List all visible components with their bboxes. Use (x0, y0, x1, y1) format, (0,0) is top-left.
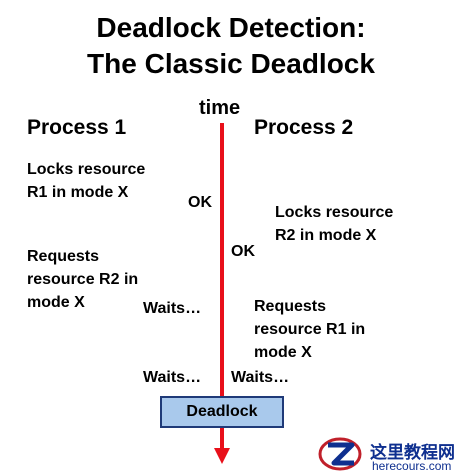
process2-step2-line3: mode X (254, 344, 312, 361)
diagram-title-line2: The Classic Deadlock (87, 48, 375, 79)
waits-annotation-2: Waits… (143, 369, 202, 386)
waits-annotation-3: Waits… (231, 369, 290, 386)
watermark-cn-text: 这里教程网 (370, 443, 455, 463)
process1-step1-line1: Locks resource (27, 161, 146, 178)
process2-step1-line2: R2 in mode X (275, 227, 377, 244)
timeline-arrowhead (214, 448, 230, 464)
process2-heading: Process 2 (254, 116, 354, 139)
process2-step2-line2: resource R1 in (254, 321, 366, 338)
watermark-logo-icon (318, 437, 362, 471)
time-label: time (199, 97, 241, 119)
process1-step2-line2: resource R2 in (27, 271, 139, 288)
deadlock-label: Deadlock (186, 403, 258, 420)
process2-step1: Locks resource R2 in mode X (275, 201, 393, 247)
process2-step2: Requests resource R1 in mode X (254, 295, 365, 364)
process1-step2-line3: mode X (27, 294, 85, 311)
waits-annotation-1: Waits… (143, 300, 202, 317)
timeline-axis (220, 123, 224, 453)
process1-heading: Process 1 (27, 116, 127, 139)
process1-step2-line1: Requests (27, 248, 100, 265)
ok-annotation-2: OK (231, 243, 255, 260)
diagram-title-line1: Deadlock Detection: (96, 12, 366, 43)
deadlock-box: Deadlock (160, 396, 284, 428)
process2-step1-line1: Locks resource (275, 204, 394, 221)
process1-step2: Requests resource R2 in mode X (27, 245, 138, 314)
process1-step1-line2: R1 in mode X (27, 184, 129, 201)
watermark-url: herecours.com (372, 459, 452, 473)
ok-annotation-1: OK (188, 194, 212, 211)
process2-step2-line1: Requests (254, 298, 327, 315)
process1-step1: Locks resource R1 in mode X (27, 158, 145, 204)
